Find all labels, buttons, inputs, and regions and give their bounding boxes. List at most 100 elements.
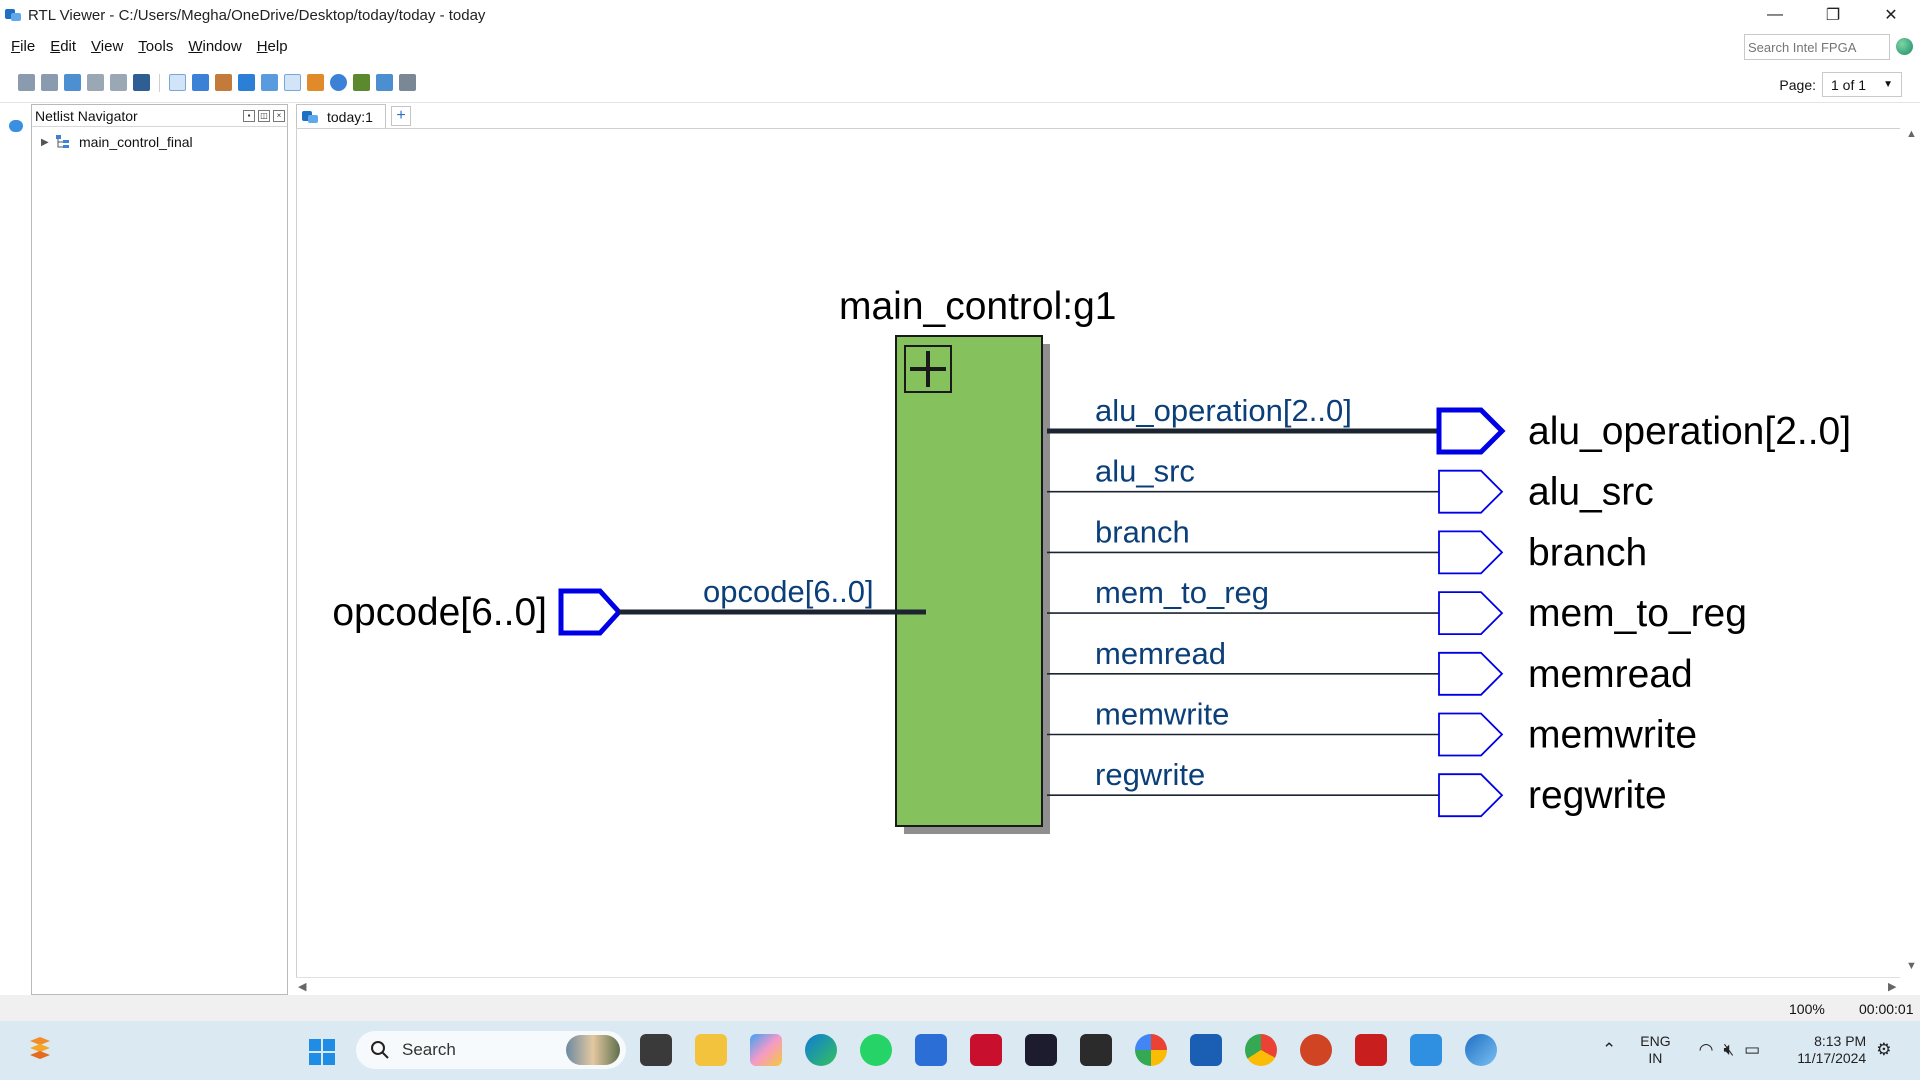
wifi-icon[interactable]: ◠	[1698, 1040, 1714, 1059]
output-port-name-3: mem_to_reg	[1528, 592, 1747, 635]
vertical-scrollbar[interactable]: ▲ ▼	[1900, 128, 1920, 977]
chrome-icon[interactable]	[1245, 1034, 1277, 1066]
search-input[interactable]	[1744, 34, 1890, 60]
notification-icon[interactable]: ⚙	[1876, 1040, 1892, 1059]
settings-icon[interactable]	[330, 74, 347, 91]
affinity-icon[interactable]	[1025, 1034, 1057, 1066]
fit-height-icon[interactable]	[110, 74, 127, 91]
taskbar-search[interactable]: Search	[356, 1031, 626, 1069]
output-port-symbol-1[interactable]	[1438, 469, 1504, 514]
menu-edit[interactable]: Edit	[50, 37, 77, 55]
expand-arrow-icon[interactable]: ▶	[41, 136, 49, 148]
output-pin-label-6: regwrite	[1095, 757, 1205, 792]
fit-window-icon[interactable]	[215, 74, 232, 91]
minimize-button[interactable]: —	[1767, 6, 1783, 23]
plus-icon	[910, 351, 946, 387]
output-port-symbol-0[interactable]	[1436, 407, 1506, 455]
globe-icon[interactable]	[1896, 38, 1913, 55]
netlist-icon[interactable]	[284, 74, 301, 91]
task-view-icon[interactable]	[640, 1034, 672, 1066]
schematic-svg[interactable]: main_control:g1opcode[6..0]opcode[6..0]a…	[297, 129, 1900, 977]
region-code: IN	[1648, 1050, 1663, 1066]
main-control-block[interactable]	[895, 335, 1043, 827]
scroll-right-icon[interactable]: ▶	[1888, 981, 1897, 993]
status-bar: 100% 00:00:01	[0, 995, 1920, 1021]
clock-time: 8:13 PM	[1814, 1033, 1867, 1049]
menu-tools[interactable]: Tools	[138, 37, 174, 55]
menu-window[interactable]: Window	[188, 37, 242, 55]
left-gutter	[0, 104, 30, 1017]
elapsed-time: 00:00:01	[1859, 1001, 1914, 1017]
expand-box[interactable]	[904, 345, 952, 393]
pin-icon[interactable]: ▪	[243, 109, 255, 122]
float-icon[interactable]: ◫	[258, 109, 270, 122]
zoom-tool-icon[interactable]	[192, 74, 209, 91]
microsoft-store-icon[interactable]	[915, 1034, 947, 1066]
page-setup-icon[interactable]	[399, 74, 416, 91]
language-code: ENG	[1640, 1033, 1671, 1049]
rtl-viewer-taskbar-icon[interactable]	[1465, 1034, 1497, 1066]
close-button[interactable]: ✕	[1884, 7, 1898, 24]
tab-today-1[interactable]: today:1	[296, 104, 386, 128]
output-pin-label-5: memwrite	[1095, 697, 1229, 732]
scroll-down-icon[interactable]: ▼	[1906, 960, 1917, 972]
taskbar: Search ⌃ ENG IN ◠ 🔇︎ ▭ 8:13 PM 11/17/202…	[0, 1021, 1920, 1080]
input-port-symbol[interactable]	[558, 588, 623, 636]
page-select[interactable]: 1 of 1 ▼	[1822, 72, 1902, 97]
output-port-symbol-4[interactable]	[1438, 651, 1504, 696]
close-panel-icon[interactable]: ×	[273, 109, 285, 122]
binoculars-icon[interactable]	[133, 74, 150, 91]
hand-tool-icon[interactable]	[238, 74, 255, 91]
google-icon[interactable]	[1135, 1034, 1167, 1066]
forward-icon[interactable]	[41, 74, 58, 91]
notepad-icon[interactable]	[1410, 1034, 1442, 1066]
highlight-icon[interactable]	[307, 74, 324, 91]
output-port-name-0: alu_operation[2..0]	[1528, 410, 1851, 453]
menu-file[interactable]: File	[11, 37, 36, 55]
tree-item[interactable]: ▶ main_control_final	[41, 134, 287, 150]
acrobat-icon[interactable]	[1355, 1034, 1387, 1066]
language-indicator[interactable]: ENG IN	[1640, 1033, 1670, 1067]
zoom-level: 100%	[1789, 1001, 1825, 1017]
area-select-icon[interactable]	[261, 74, 278, 91]
scroll-up-icon[interactable]: ▲	[1906, 128, 1917, 140]
stack-app-icon[interactable]	[26, 1035, 54, 1065]
battery-icon[interactable]: ▭	[1744, 1040, 1761, 1059]
edge-icon[interactable]	[805, 1034, 837, 1066]
whatsapp-icon[interactable]	[860, 1034, 892, 1066]
rtl-viewer-app-icon	[5, 9, 21, 21]
chevron-up-icon[interactable]: ⌃	[1602, 1040, 1617, 1059]
output-pin-label-4: memread	[1095, 636, 1226, 671]
output-port-symbol-2[interactable]	[1438, 530, 1504, 575]
output-port-symbol-3[interactable]	[1438, 591, 1504, 635]
copilot-icon[interactable]	[750, 1034, 782, 1066]
menu-help[interactable]: Help	[256, 37, 288, 55]
refresh-icon[interactable]	[64, 74, 81, 91]
tab-label: today:1	[327, 108, 373, 125]
hierarchy-icon	[56, 135, 69, 148]
mute-icon[interactable]: 🔇︎	[1723, 1040, 1735, 1059]
fit-width-icon[interactable]	[87, 74, 104, 91]
powerpoint-icon[interactable]	[1300, 1034, 1332, 1066]
output-port-symbol-6[interactable]	[1438, 773, 1504, 818]
restore-button[interactable]: ❐	[1825, 7, 1841, 24]
horizontal-scrollbar[interactable]: ◀ ▶	[296, 977, 1900, 995]
chat-icon[interactable]	[9, 120, 23, 132]
file-explorer-icon[interactable]	[695, 1034, 727, 1066]
tab-bar: today:1 +	[296, 104, 1920, 128]
download-icon[interactable]	[1190, 1034, 1222, 1066]
clock[interactable]: 8:13 PM 11/17/2024	[1782, 1033, 1866, 1067]
back-icon[interactable]	[18, 74, 35, 91]
chart-icon[interactable]	[353, 74, 370, 91]
select-tool-icon[interactable]	[169, 74, 186, 91]
mcafee-icon[interactable]	[970, 1034, 1002, 1066]
scroll-left-icon[interactable]: ◀	[298, 981, 307, 993]
export-icon[interactable]	[376, 74, 393, 91]
windows-start-icon[interactable]	[308, 1038, 336, 1066]
output-port-symbol-5[interactable]	[1438, 712, 1504, 757]
add-tab-button[interactable]: +	[391, 106, 411, 126]
menu-view[interactable]: View	[91, 37, 124, 55]
output-pin-label-1: alu_src	[1095, 454, 1195, 489]
p-app-icon[interactable]	[1080, 1034, 1112, 1066]
